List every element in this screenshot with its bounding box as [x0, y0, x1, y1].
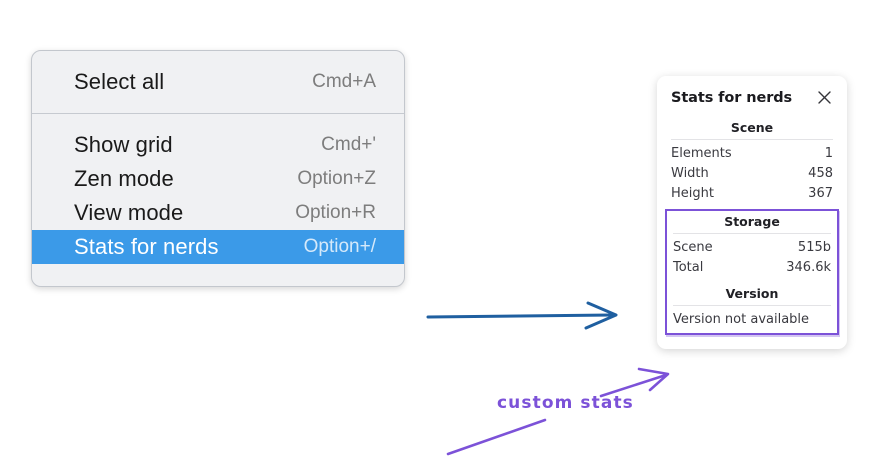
menu-item-shortcut: Cmd+A: [312, 71, 376, 92]
menu-item-stats-for-nerds[interactable]: Stats for nerds Option+/: [32, 230, 404, 264]
menu-item-shortcut: Option+Z: [297, 168, 376, 189]
context-menu[interactable]: Select all Cmd+A Show grid Cmd+' Zen mod…: [31, 50, 405, 287]
scene-section-heading: Scene: [730, 120, 774, 135]
stat-row: Elements 1: [671, 143, 833, 163]
stat-key: Width: [671, 165, 709, 181]
menu-item-label: Show grid: [74, 132, 173, 157]
stat-key: Elements: [671, 145, 732, 161]
storage-section: Storage Scene 515b Total 346.6k: [673, 213, 831, 277]
menu-item-zen-mode[interactable]: Zen mode Option+Z: [32, 162, 404, 196]
stat-key: Total: [673, 259, 704, 275]
menu-item-label: Zen mode: [74, 166, 174, 191]
menu-item-select-all[interactable]: Select all Cmd+A: [32, 65, 404, 99]
menu-section-1: Select all Cmd+A: [32, 51, 404, 114]
stat-key: Height: [671, 185, 714, 201]
stat-key: Scene: [673, 239, 713, 255]
stat-row: Height 367: [671, 183, 833, 203]
stat-value: 515b: [797, 239, 831, 255]
purple-underline-annotation: [446, 418, 547, 456]
custom-stats-annotation-label: custom stats: [497, 393, 634, 413]
version-section: Version Version not available: [673, 277, 831, 328]
stat-value: 367: [808, 185, 833, 201]
stat-row: Width 458: [671, 163, 833, 183]
menu-item-shortcut: Option+/: [303, 236, 376, 257]
stat-value: 458: [808, 165, 833, 181]
scene-section: Scene Elements 1 Width 458 Height 367: [671, 119, 833, 203]
stat-value: 1: [824, 145, 833, 161]
close-icon[interactable]: [816, 89, 833, 106]
custom-stats-highlight-box: Storage Scene 515b Total 346.6k Version …: [665, 209, 839, 335]
stat-value: 346.6k: [786, 259, 831, 275]
version-divider: [673, 305, 831, 306]
storage-divider: [673, 233, 831, 234]
storage-section-heading: Storage: [724, 214, 780, 229]
menu-item-label: Select all: [74, 69, 165, 94]
menu-item-view-mode[interactable]: View mode Option+R: [32, 196, 404, 230]
menu-item-label: View mode: [74, 200, 184, 225]
purple-arrow-annotation: [599, 367, 670, 398]
stats-panel-header: Stats for nerds: [671, 89, 833, 106]
menu-item-show-grid[interactable]: Show grid Cmd+': [32, 128, 404, 162]
scene-divider: [671, 139, 833, 140]
menu-item-shortcut: Cmd+': [321, 134, 376, 155]
stat-row: Total 346.6k: [673, 257, 831, 277]
version-section-heading: Version: [725, 286, 779, 301]
blue-arrow-annotation: [426, 301, 618, 330]
menu-item-shortcut: Option+R: [295, 202, 376, 223]
menu-section-2: Show grid Cmd+' Zen mode Option+Z View m…: [32, 114, 404, 286]
stat-row: Scene 515b: [673, 237, 831, 257]
menu-item-label: Stats for nerds: [74, 234, 219, 259]
menu-footer-spacer: [32, 264, 404, 286]
stats-for-nerds-panel: Stats for nerds Scene Elements 1 Width 4…: [657, 76, 847, 349]
version-text: Version not available: [673, 312, 810, 327]
stats-panel-title: Stats for nerds: [671, 89, 793, 106]
